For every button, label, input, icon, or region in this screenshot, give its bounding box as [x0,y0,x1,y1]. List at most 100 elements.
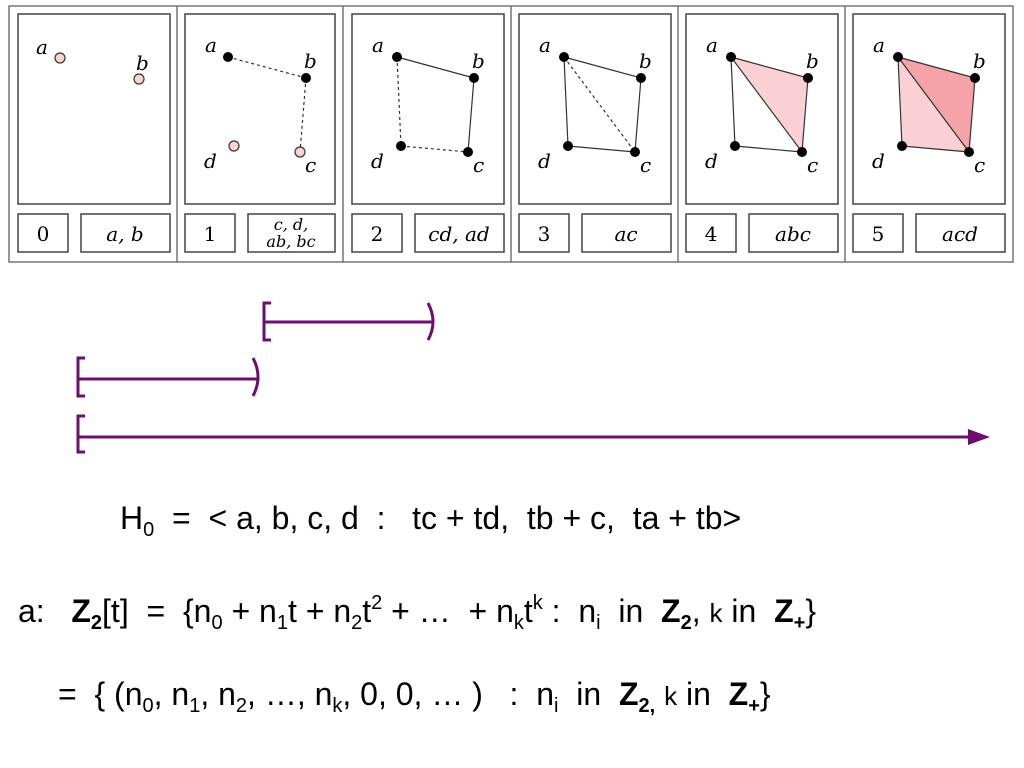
edge-ad [730,56,736,147]
vertex-c-new [294,146,306,158]
seq-sp [655,676,664,712]
stage-box-1 [184,213,236,253]
simplex-box-3 [581,213,672,253]
vertex-label-d: d [538,149,551,173]
z2t-tk-sub: k [513,612,524,634]
edge-cd [734,145,803,153]
edge-bc-new [299,77,307,153]
panel-4-canvas [685,13,839,205]
vertex-a [559,52,569,62]
seq-si: i [554,695,559,717]
edge-ac-new [563,56,636,153]
vertex-label-a: a [205,33,217,57]
z2t-t0-sub: 0 [211,612,223,634]
seq-s0: 0 [142,695,154,717]
vertex-label-d: d [872,149,885,173]
stage-box-5 [852,213,904,253]
vertex-label-c: c [807,153,818,177]
seq-c4: , 0, 0, … ) : n [342,676,555,712]
vertex-a [893,52,903,62]
vertex-b-new [133,73,145,85]
vertex-label-d: d [371,149,384,173]
vertex-b [970,73,980,83]
vertex-a [726,52,736,62]
edge-bc [634,77,642,153]
edge-ac [897,56,970,153]
simplex-box-2 [414,213,505,253]
edge-bc [968,77,976,153]
edge-ad-new [396,56,402,147]
seq-eq: = { (n [58,676,143,712]
bar-0-to-1 [76,356,260,398]
stage-number-4: 4 [705,222,718,246]
vertex-d-new [228,140,240,152]
edge-bc [467,77,475,153]
seq-c2: , n [200,676,236,712]
simplex-label-4: abc [775,222,811,246]
z2t-z2: Z [661,593,681,629]
vertex-d [897,141,907,151]
z2t-p1: + n [222,593,277,629]
seq-zplus-sub: + [748,695,760,717]
z2t-ring: Z [71,593,91,629]
seq-sk: k [332,695,343,717]
z2t-ring-sub: 2 [90,612,103,634]
z2t-zplus: Z [774,593,794,629]
edge-ad [563,56,569,147]
seq-s1: 1 [189,695,201,717]
z2t-k: k [709,598,723,628]
z2t-ring-var: [t] [102,593,129,629]
simplex-label-3: ac [614,222,637,246]
bar-1-to-2 [262,301,435,342]
seq-in2: in [677,676,729,712]
stage-number-3: 3 [538,222,551,246]
simplex-label-0: a, b [106,222,143,246]
edge-ab-new [227,56,307,79]
vertex-c [964,147,974,157]
z2t-eq: = {n [146,593,212,629]
vertex-label-a: a [873,33,885,57]
vertex-d [396,141,406,151]
seq-zplus: Z [728,676,749,712]
sequence-definition: = { (n0, n1, n2, …, nk, 0, 0, … ) : ni i… [58,676,771,718]
vertex-label-a: a [36,35,48,59]
seq-c3: , …, n [247,676,333,712]
seq-s2: 2 [235,695,248,717]
h0-lhs-sub: 0 [143,519,155,541]
vertex-a [392,52,402,62]
panel-2-canvas [351,13,505,205]
simplex-label-5: acd [942,222,978,246]
vertex-label-c: c [974,153,985,177]
vertex-d [730,141,740,151]
vertex-label-c: c [305,153,316,177]
vertex-b [469,73,479,83]
z2t-p3: t [362,593,372,629]
z2t-p5: t [523,593,533,629]
h0-presentation: H0 = < a, b, c, d : tc + td, tb + c, ta … [120,500,741,542]
edge-ab [897,56,976,79]
vertex-b [803,73,813,83]
simplex-box-1 [247,213,336,253]
panel-4: a b d c 4 abc [685,13,839,253]
panel-2: a b d c 2 cd, ad [351,13,505,253]
bar-0-to-infinity [76,414,990,454]
panel-1-canvas [184,13,336,205]
h0-lhs: H [120,500,144,536]
edge-cd [567,145,636,153]
vertex-label-c: c [473,153,484,177]
edge-cd [901,145,970,153]
vertex-c [463,147,473,157]
z2t-tk-sup: k [532,592,543,614]
seq-z2-sub: 2, [638,695,656,717]
vertex-label-b: b [639,49,652,73]
edge-ab [396,56,475,79]
vertex-a [223,52,233,62]
z2t-zplus-sub: + [793,612,806,634]
z2t-comma: , [691,593,710,629]
vertex-label-a: a [706,33,718,57]
seq-in1: in [558,676,619,712]
stage-box-2 [351,213,403,253]
z2t-t1-sub: 1 [276,612,288,634]
vertex-c [630,147,640,157]
edge-ac [730,56,803,153]
